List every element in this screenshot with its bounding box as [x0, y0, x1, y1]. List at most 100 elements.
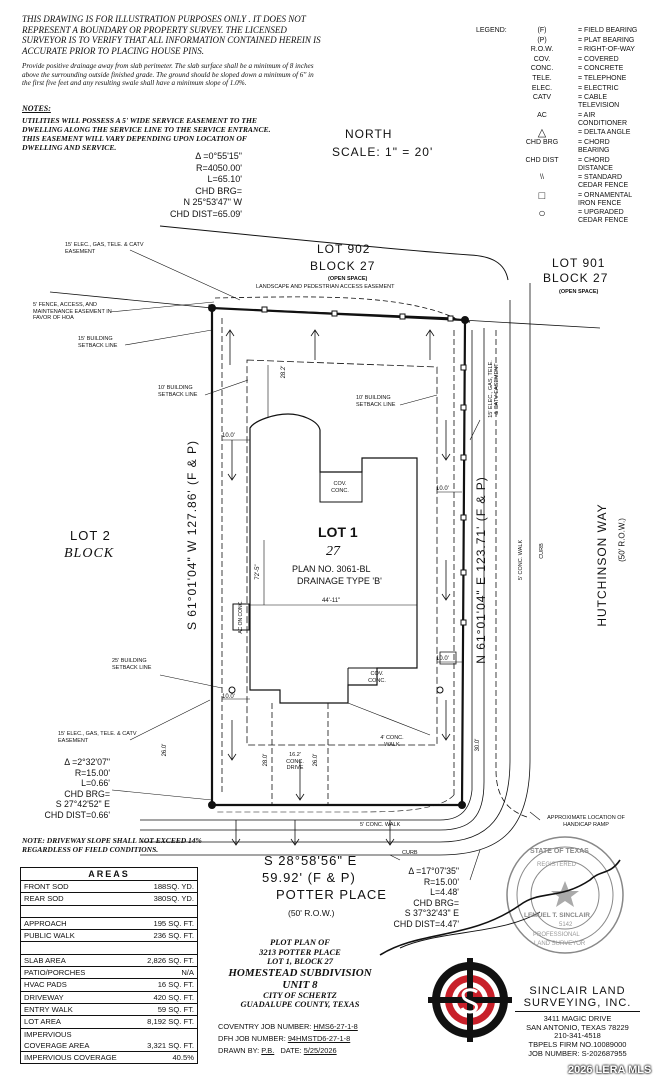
legend-item: ELEC.= ELECTRIC — [531, 84, 619, 92]
elec-bottom-label: 15' ELEC., GAS, TELE. & CATV EASEMENT — [58, 731, 137, 744]
dim-44-11: 44'-11" — [322, 598, 341, 604]
lot1-plan: PLAN NO. 3061-BL — [292, 564, 371, 574]
driveway-note: NOTE: DRIVEWAY SLOPE SHALL NOT EXCEED 14… — [22, 836, 202, 854]
lot901-block: BLOCK 27 — [543, 271, 609, 285]
left-bearing: S 61°01'04" W 127.86' (F & P) — [185, 439, 199, 631]
curve-right-data: Δ =17°07'35"R=15.00'L=4.48'CHD BRG=S 37°… — [393, 866, 459, 929]
seal-state: STATE OF TEXAS — [530, 848, 589, 855]
job-info: COVENTRY JOB NUMBER: HMS6-27-1-8 DFH JOB… — [218, 1022, 358, 1055]
setback10-right-label: 10' BUILDING SETBACK LINE — [356, 395, 396, 408]
legend-item: AC= AIR CONDITIONER — [537, 111, 627, 127]
street-side-name: HUTCHINSON WAY — [595, 503, 609, 627]
legend-item: △= DELTA ANGLE — [506, 127, 642, 140]
legend-item: CHD BRG= CHORD BEARING — [525, 138, 610, 154]
front-walk-label: 5' CONC. WALK — [360, 822, 401, 828]
front-curb-label: CURB — [402, 850, 418, 856]
legend-item: R.O.W.= RIGHT-OF-WAY — [530, 46, 635, 54]
dim-10-right: 10.0' — [436, 486, 449, 492]
legend-item: \\= STANDARD CEDAR FENCE — [506, 174, 642, 190]
dim-26-0: 26.0' — [162, 743, 168, 757]
dim-72-5: 72'-5" — [255, 564, 261, 580]
firm-info: SINCLAIR LAND SURVEYING, INC. 3411 MAGIC… — [515, 985, 640, 1058]
setback15-label: 15' BUILDING SETBACK LINE — [78, 336, 118, 349]
drainage-note: Provide positive drainage away from slab… — [22, 62, 314, 87]
upgraded-fence-icon: ○ — [538, 206, 546, 221]
seal-registered: REGISTERED — [537, 862, 577, 868]
legend-item: □= ORNAMENTAL IRON FENCE — [506, 190, 642, 208]
street-side-row: (50' R.O.W.) — [617, 518, 627, 562]
setback25-label: 25' BUILDING SETBACK LINE — [112, 658, 152, 671]
side-curb-label: CURB — [539, 543, 545, 559]
seal-professional: PROFESSIONAL — [533, 932, 580, 938]
curve-left-data: Δ =2°32'07"R=15.00'L=0.66'CHD BRG=S 27°4… — [44, 757, 110, 820]
surveyor-seal — [506, 836, 624, 954]
north-label: NORTH — [345, 127, 393, 141]
title-block: PLOT PLAN OF 3213 POTTER PLACE LOT 1, BL… — [228, 937, 372, 1009]
right-bearing: N 61°01'04" E 123.71' (F & P) — [474, 476, 488, 664]
ac-label: AC ON CONC. — [238, 600, 244, 634]
cedar-fence-icon: \\ — [540, 174, 544, 182]
curve-top-data: Δ =0°55'15"R=4050.00'L=65.10'CHD BRG=N 2… — [170, 151, 242, 219]
disclaimer-text: THIS DRAWING IS FOR ILLUSTRATION PURPOSE… — [22, 14, 321, 56]
cov-conc-upper: COV. CONC. — [331, 481, 349, 494]
legend-item: (P)= PLAT BEARING — [537, 36, 635, 44]
legend-item: CATV= CABLE TELEVISION — [532, 94, 620, 110]
firm-logo — [428, 958, 512, 1042]
table-row — [21, 906, 197, 918]
dim-10-right2: 10.0' — [436, 656, 449, 662]
watermark: 2026 LERA MLS — [568, 1064, 652, 1076]
cov-conc-lower: COV. CONC. — [368, 671, 386, 684]
table-row: IMPERVIOUS — [24, 1029, 72, 1039]
dim-30-0: 30.0' — [475, 738, 481, 752]
setback10-left-label: 10' BUILDING SETBACK LINE — [158, 385, 198, 398]
legend-item: CONC.= CONCRETE — [530, 65, 624, 73]
dim-26-0b: 26.0' — [313, 753, 319, 767]
lot1-label: LOT 1 — [318, 524, 358, 540]
street-row: (50' R.O.W.) — [288, 908, 335, 918]
bottom-distance: 59.92' (F & P) — [262, 870, 356, 885]
legend-item: (F)= FIELD BEARING — [537, 27, 638, 34]
lot2-label: LOT 2 — [70, 528, 111, 543]
street-name: POTTER PLACE — [276, 887, 387, 902]
legend-item: ○= UPGRADED CEDAR FENCE — [506, 206, 642, 225]
dim-10-bottom: 10.0' — [222, 694, 235, 700]
lot902-open: (OPEN SPACE) — [328, 276, 368, 282]
areas-title: AREAS — [21, 868, 197, 881]
fence-easement-label: 5' FENCE, ACCESS, AND MAINTENANCE EASEME… — [33, 302, 112, 321]
legend-item: TELE.= TELEPHONE — [532, 74, 627, 82]
notes-heading: NOTES: — [22, 104, 51, 113]
seal-surveyor: LAND SURVEYOR — [534, 941, 586, 947]
handicap-label: APPROXIMATE LOCATION OF HANDICAP RAMP — [547, 815, 625, 828]
lot901-open: (OPEN SPACE) — [559, 289, 599, 295]
seal-number: 5142 — [559, 922, 573, 928]
dim-10-left: 10.0' — [222, 433, 235, 439]
legend-title: LEGEND: — [476, 27, 507, 34]
lot1-drainage: DRAINAGE TYPE 'B' — [297, 576, 382, 586]
lot902-label: LOT 902 — [317, 242, 371, 256]
walk4-label: 4' CONC. WALK — [380, 735, 404, 748]
table-row — [21, 942, 197, 955]
side-walk-label: 5' CONC. WALK — [518, 539, 524, 581]
notes-text: UTILITIES WILL POSSESS A 5' WIDE SERVICE… — [22, 116, 271, 152]
legend: LEGEND: (F)= FIELD BEARING (P)= PLAT BEA… — [472, 27, 642, 227]
elec-top-label: 15' ELEC., GAS, TELE. & CATV EASEMENT — [65, 242, 144, 255]
delta-icon: △ — [537, 127, 547, 140]
lot1-block: 27 — [326, 544, 340, 559]
lot902-easement: LANDSCAPE AND PEDESTRIAN ACCESS EASEMENT — [256, 284, 395, 290]
drive-label: 16.2' CONC. DRIVE — [286, 752, 304, 771]
lot902-block: BLOCK 27 — [310, 259, 376, 273]
scale-label: SCALE: 1" = 20' — [332, 145, 434, 159]
